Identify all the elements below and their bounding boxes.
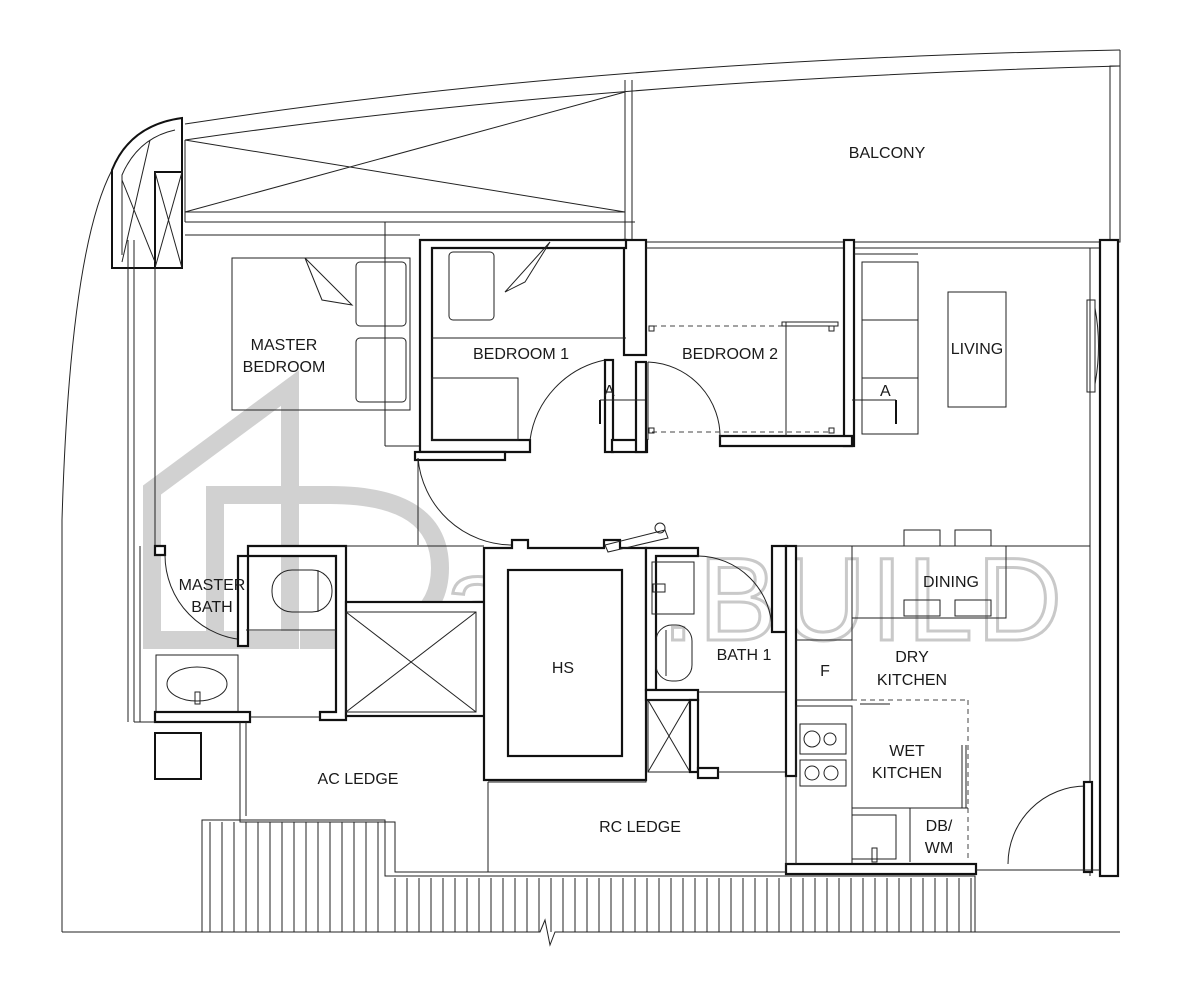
label-master-bedroom-line2: BEDROOM <box>243 359 326 376</box>
exterior-walls <box>127 234 1120 878</box>
label-master-bath-line2: BATH <box>191 599 232 616</box>
void-area <box>184 91 635 223</box>
label-master-bath-line1: MASTER <box>179 577 246 594</box>
corner-column <box>111 116 183 269</box>
label-fridge: F <box>820 663 830 680</box>
section-marker-right: A <box>852 383 897 424</box>
label-rc-ledge: RC LEDGE <box>599 819 681 836</box>
ledges <box>239 722 797 873</box>
master-bed <box>231 222 420 447</box>
label-wet-kitchen-line1: WET <box>889 743 925 760</box>
label-balcony: BALCONY <box>849 145 926 162</box>
label-ac-ledge: AC LEDGE <box>318 771 399 788</box>
label-dining: DINING <box>923 574 979 591</box>
balcony-area <box>622 65 1121 357</box>
household-shelter <box>482 522 669 782</box>
label-hs: HS <box>552 660 574 677</box>
label-living: LIVING <box>951 341 1003 358</box>
section-marker-right-label: A <box>880 383 891 400</box>
label-bath1: BATH 1 <box>717 647 772 664</box>
master-bedroom-door <box>413 450 513 546</box>
room-labels: BALCONY MASTER BEDROOM BEDROOM 1 BEDROOM… <box>179 145 1004 857</box>
entrance-door <box>976 780 1100 874</box>
label-dry-kitchen-line2: KITCHEN <box>877 672 947 689</box>
screen-fins <box>201 819 976 932</box>
label-wet-kitchen-line2: KITCHEN <box>872 765 942 782</box>
label-bedroom1: BEDROOM 1 <box>473 346 569 363</box>
living-furniture <box>854 253 1099 435</box>
bath1 <box>644 544 798 780</box>
label-dbwm-line2: WM <box>925 840 953 857</box>
section-marker-left: A <box>600 383 645 401</box>
label-dbwm-line1: DB/ <box>926 818 953 835</box>
label-dry-kitchen-line1: DRY <box>895 649 929 666</box>
outer-boundary <box>61 49 1121 947</box>
label-master-bedroom-line1: MASTER <box>251 337 318 354</box>
section-marker-left-label: A <box>604 383 615 400</box>
bedroom2-walls <box>634 238 856 454</box>
label-bedroom2: BEDROOM 2 <box>682 346 778 363</box>
